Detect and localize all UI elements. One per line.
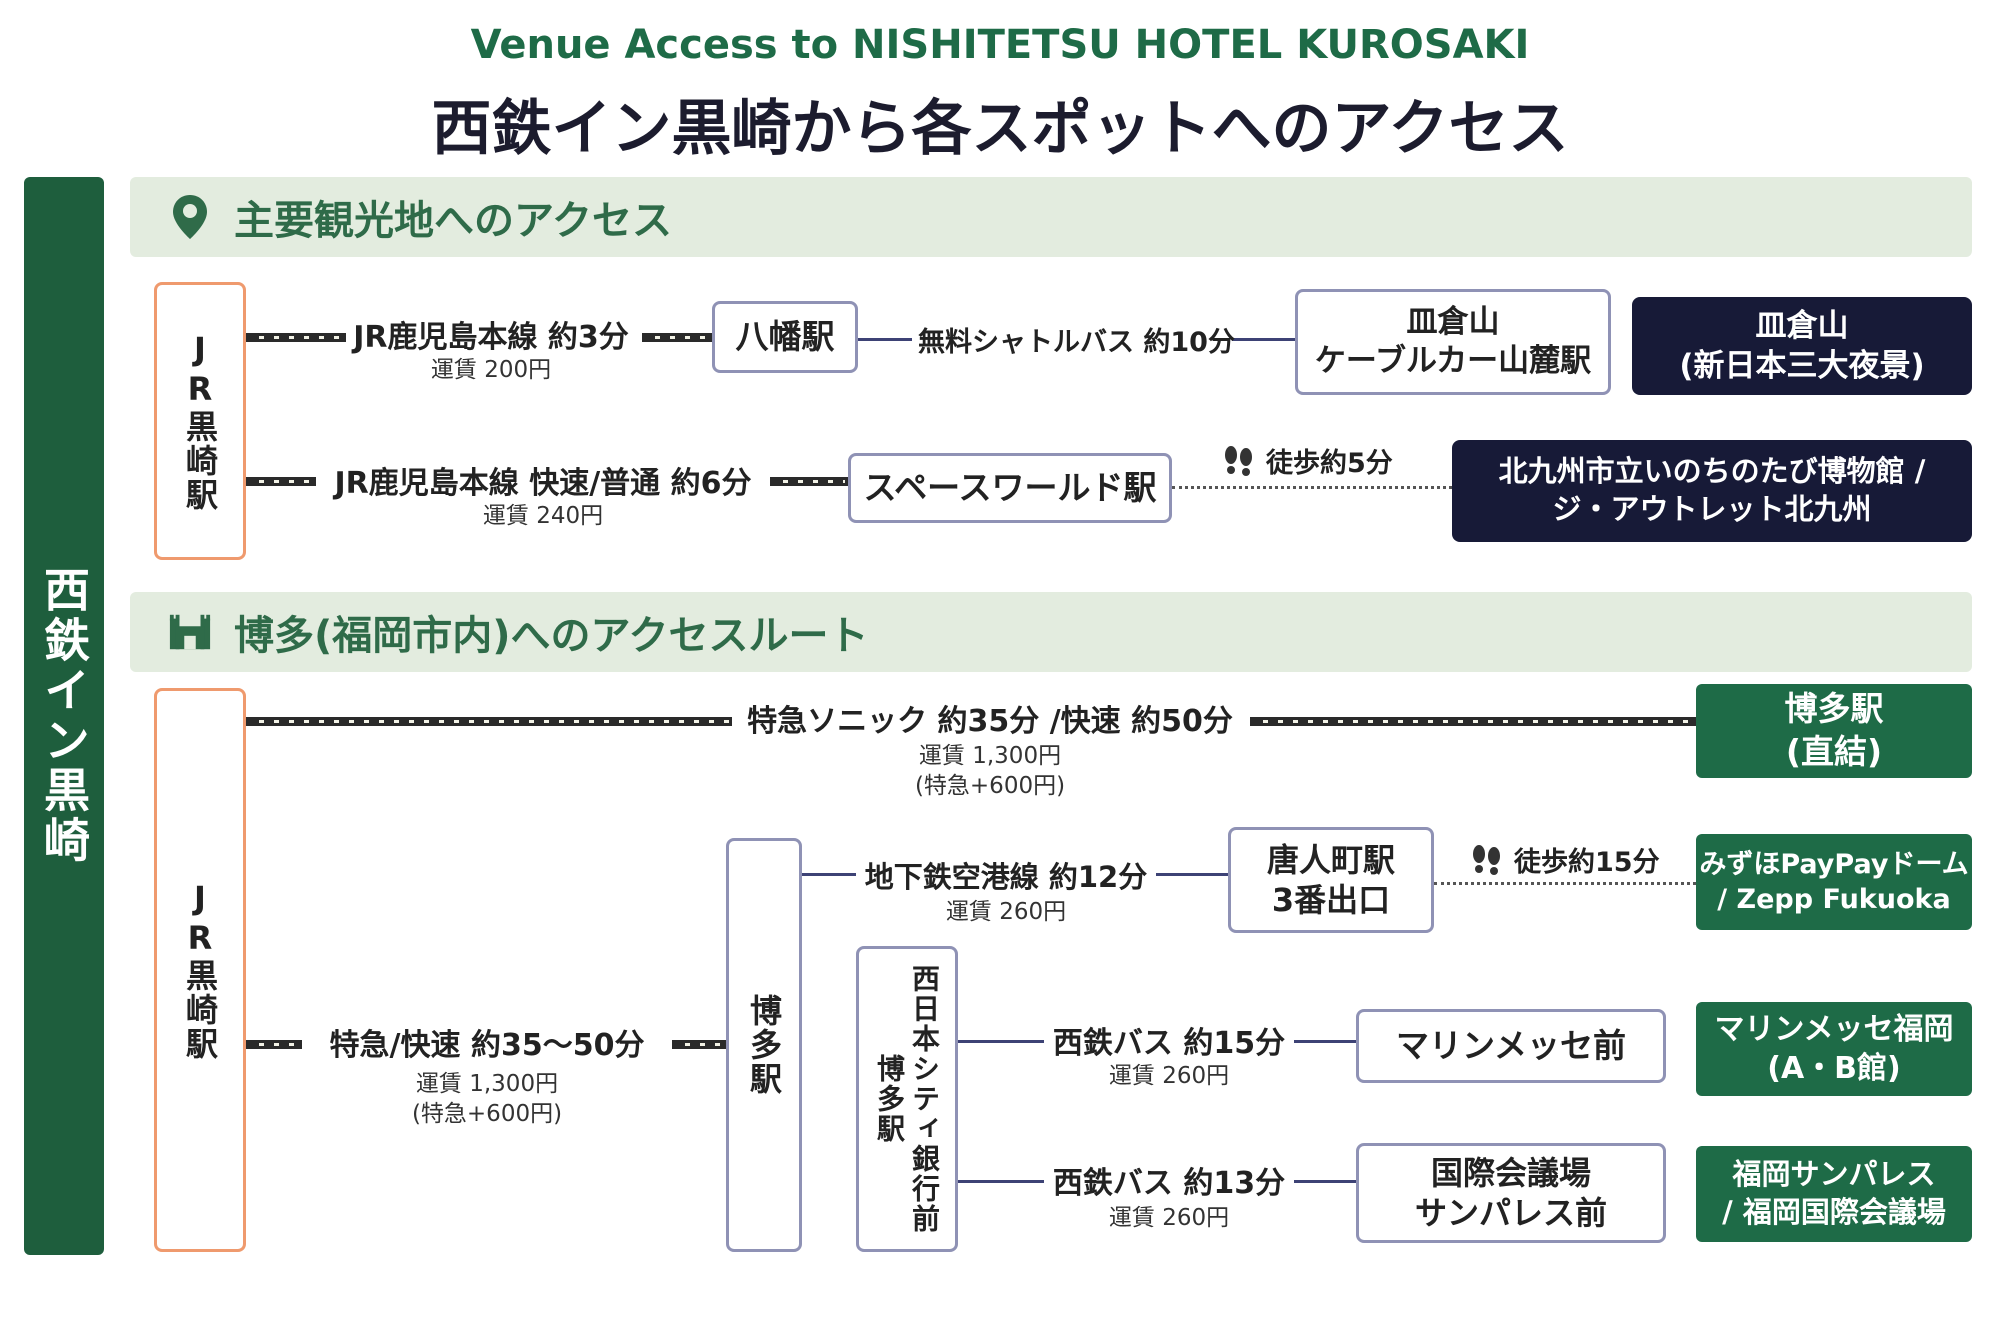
route-label: 特急/快速 約35〜50分	[302, 1020, 672, 1064]
stop-kokusai-kaigijo: 国際会議場 サンパレス前	[1356, 1143, 1666, 1243]
origin-station-jr-kurosaki-2: JR黒崎駅	[154, 688, 246, 1252]
destination-sunpalace: 福岡サンパレス / 福岡国際会議場	[1696, 1146, 1972, 1242]
fare-label: 運賃 1,300円 (特急+600円)	[411, 1071, 563, 1127]
walk-indicator: 徒歩約5分	[1222, 441, 1393, 480]
walk-time: 徒歩約5分	[1266, 448, 1393, 479]
venue-subtitle: Venue Access to NISHITETSU HOTEL KUROSAK…	[470, 22, 1530, 68]
section-header-sightseeing: 主要観光地へのアクセス	[130, 177, 1972, 257]
station-hakata: 博多駅	[726, 838, 802, 1252]
section-heading: 主要観光地へのアクセス	[234, 198, 672, 244]
rail-line	[770, 477, 848, 486]
fare-label: 運賃 200円	[430, 357, 552, 383]
bus-stop-nishinippon-city-bank: 西日本シティ銀行前 博多駅	[856, 946, 958, 1252]
walking-path	[1172, 486, 1452, 489]
stop-marine-messe-mae: マリンメッセ前	[1356, 1009, 1666, 1083]
section-heading: 博多(福岡市内)へのアクセスルート	[234, 613, 869, 659]
hotel-name-label: 西鉄イン黒崎	[37, 566, 91, 866]
walk-indicator: 徒歩約15分	[1470, 840, 1660, 879]
station-sarakura-cable-car: 皿倉山 ケーブルカー山麓駅	[1295, 289, 1611, 395]
section-header-hakata: 博多(福岡市内)へのアクセスルート	[130, 592, 1972, 672]
rail-line	[246, 333, 346, 342]
footsteps-icon	[1473, 844, 1500, 875]
fare-label: 運賃 260円	[1108, 1063, 1230, 1089]
fare-label: 運賃 260円	[1108, 1205, 1230, 1231]
walk-time: 徒歩約15分	[1514, 847, 1660, 878]
map-pin-icon	[168, 193, 212, 241]
fare-label: 運賃 1,300円 (特急+600円)	[914, 743, 1066, 799]
origin-station-jr-kurosaki: JR黒崎駅	[154, 282, 246, 560]
fare-label: 運賃 260円	[945, 899, 1067, 925]
fare-label: 運賃 240円	[482, 503, 604, 529]
route-label: 地下鉄空港線 約12分	[856, 854, 1156, 896]
footsteps-icon	[1225, 445, 1252, 476]
rail-line	[1250, 717, 1696, 726]
rail-line	[672, 1040, 726, 1049]
station-tojinmachi: 唐人町駅 3番出口	[1228, 827, 1434, 933]
rail-line	[246, 477, 316, 486]
walking-path	[1434, 882, 1696, 885]
route-label: 西鉄バス 約15分	[1044, 1018, 1294, 1062]
route-label: 西鉄バス 約13分	[1044, 1158, 1294, 1202]
castle-icon	[168, 608, 212, 656]
destination-sarakurayama: 皿倉山 (新日本三大夜景)	[1632, 297, 1972, 395]
page-title: 西鉄イン黒崎から各スポットへのアクセス	[431, 94, 1569, 164]
destination-museum-outlet: 北九州市立いのちのたび博物館 / ジ・アウトレット北九州	[1452, 440, 1972, 542]
station-space-world: スペースワールド駅	[848, 453, 1172, 523]
destination-hakata-station: 博多駅 (直結)	[1696, 684, 1972, 778]
route-label: 特急ソニック 約35分 /快速 約50分	[740, 696, 1240, 740]
destination-marine-messe: マリンメッセ福岡 (A・B館)	[1696, 1002, 1972, 1096]
rail-line	[642, 333, 712, 342]
destination-paypay-dome: みずほPayPayドーム / Zepp Fukuoka	[1696, 834, 1972, 930]
rail-line	[246, 1040, 302, 1049]
shuttle-label: 無料シャトルバス 約10分	[912, 320, 1235, 359]
route-label: JR鹿児島本線 約3分	[346, 312, 636, 356]
hotel-sidebar: 西鉄イン黒崎	[24, 177, 104, 1255]
station-yahata: 八幡駅	[712, 301, 858, 373]
rail-line	[246, 717, 732, 726]
route-label: JR鹿児島本線 快速/普通 約6分	[318, 458, 768, 502]
